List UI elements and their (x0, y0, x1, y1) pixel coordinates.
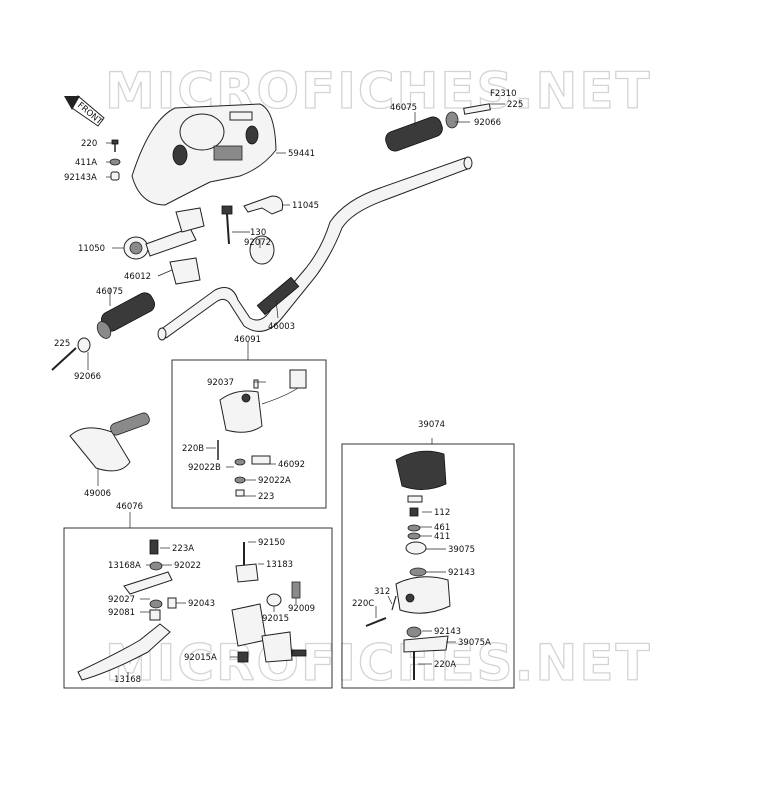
label-312: 312 (374, 587, 390, 597)
label-92027: 92027 (108, 595, 135, 605)
label-46092: 46092 (278, 460, 305, 470)
label-92081: 92081 (108, 608, 135, 618)
holder-46012 (169, 257, 201, 285)
label-92022A: 92022A (258, 476, 291, 486)
label-225-left: 225 (54, 339, 70, 349)
lever-left-assembly (77, 539, 307, 681)
label-220B: 220B (182, 444, 204, 454)
holder-upper (175, 207, 205, 233)
label-92022: 92022 (174, 561, 201, 571)
clamp-92072 (249, 235, 275, 265)
hand-guard-49006 (69, 412, 150, 472)
label-92143A: 92143A (64, 173, 97, 183)
label-92009: 92009 (288, 604, 315, 614)
label-group-39074: 39074 (418, 420, 445, 430)
grip-right (385, 103, 491, 152)
label-223: 223 (258, 492, 274, 502)
group-box-39074 (341, 443, 515, 689)
label-13168A: 13168A (108, 561, 141, 571)
bolt-220-top (109, 139, 121, 181)
label-223A: 223A (172, 544, 194, 554)
label-130: 130 (250, 228, 266, 238)
handlebar (157, 156, 473, 341)
label-46075-top: 46075 (390, 103, 417, 113)
bolt-130 (221, 205, 233, 245)
label-92037: 92037 (207, 378, 234, 388)
label-411: 411 (434, 532, 450, 542)
bracket-11050 (123, 227, 197, 260)
label-group-46076: 46076 (116, 502, 143, 512)
label-92066-top: 92066 (474, 118, 501, 128)
label-92066-left: 92066 (74, 372, 101, 382)
label-220-top: 220 (81, 139, 97, 149)
label-112: 112 (434, 508, 450, 518)
group-box-46091 (171, 359, 327, 509)
group-box-46076 (63, 527, 333, 689)
label-92143-b: 92143 (434, 627, 461, 637)
washer-92066-left (77, 337, 91, 353)
leader-lines (87, 103, 505, 680)
label-46075-left: 46075 (96, 287, 123, 297)
front-arrow-icon: FRONT (64, 95, 105, 128)
label-11050: 11050 (78, 244, 105, 254)
label-92015A: 92015A (184, 653, 217, 663)
label-92043: 92043 (188, 599, 215, 609)
label-461: 461 (434, 523, 450, 533)
switch-left-assembly (217, 369, 307, 497)
label-46012: 46012 (124, 272, 151, 282)
label-92015: 92015 (262, 614, 289, 624)
label-46003: 46003 (268, 322, 295, 332)
label-225-top: 225 (507, 100, 523, 110)
watermark-bottom: MICROFICHES.NET (105, 634, 652, 692)
label-220C: 220C (352, 599, 374, 609)
label-92022B: 92022B (188, 463, 221, 473)
label-13183: 13183 (266, 560, 293, 570)
grip-left (96, 292, 155, 339)
label-39075A: 39075A (458, 638, 491, 648)
meter-cover (131, 103, 277, 206)
label-39075: 39075 (448, 545, 475, 555)
label-49006: 49006 (84, 489, 111, 499)
figure-code: F2310 (490, 89, 517, 99)
label-group-46091: 46091 (234, 335, 261, 345)
label-411A: 411A (75, 158, 97, 168)
label-59441: 59441 (288, 149, 315, 159)
part-labels: 220 411A 92143A 59441 46075 225 92066 11… (54, 100, 523, 685)
label-220A: 220A (434, 660, 456, 670)
label-92072: 92072 (244, 238, 271, 248)
label-92143-a: 92143 (448, 568, 475, 578)
bracket-11045 (243, 195, 283, 215)
switch-right-assembly (365, 450, 451, 680)
label-92150: 92150 (258, 538, 285, 548)
bolt-225-left (51, 347, 77, 371)
label-13168: 13168 (114, 675, 141, 685)
label-11045: 11045 (292, 201, 319, 211)
